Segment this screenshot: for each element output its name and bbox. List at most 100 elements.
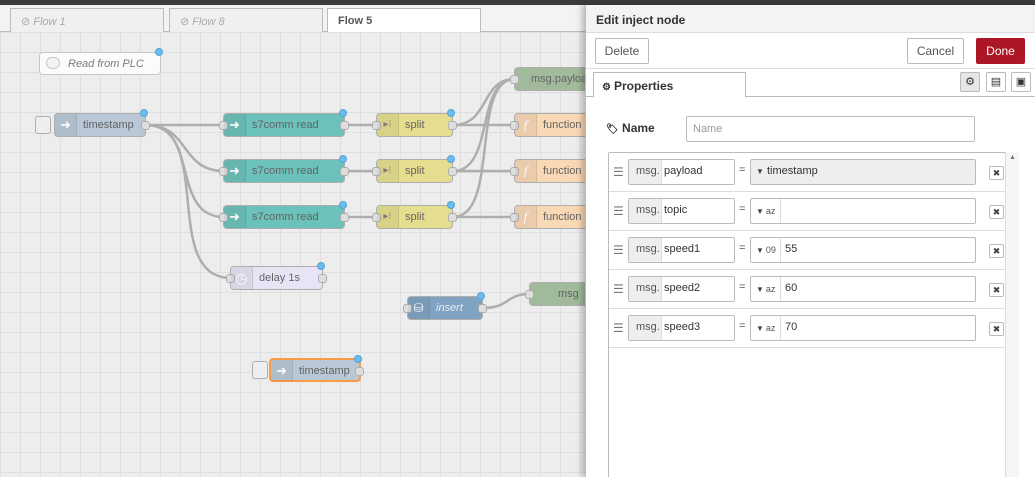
- input-port[interactable]: [372, 167, 381, 176]
- changed-indicator: [317, 262, 325, 270]
- type-select[interactable]: ▼az: [751, 316, 781, 340]
- arrow-in-icon: ➜: [55, 114, 77, 136]
- output-port[interactable]: [340, 213, 349, 222]
- done-button[interactable]: Done: [976, 38, 1025, 64]
- function-icon: f: [515, 160, 537, 182]
- delay-node[interactable]: ◷ delay 1s: [226, 262, 327, 290]
- equals-sign: =: [739, 281, 746, 293]
- type-select[interactable]: ▼az: [751, 277, 781, 301]
- inject-button[interactable]: [35, 116, 51, 134]
- node-label: function: [543, 211, 582, 223]
- input-port[interactable]: [219, 121, 228, 130]
- output-port[interactable]: [340, 121, 349, 130]
- arrow-in-icon: ➜: [224, 160, 246, 182]
- remove-button[interactable]: ✖: [989, 166, 1004, 180]
- input-port[interactable]: [510, 75, 519, 84]
- property-value[interactable]: ▼az 70: [750, 315, 976, 341]
- node-label: insert: [436, 302, 463, 314]
- equals-sign: =: [739, 164, 746, 176]
- function-node[interactable]: f function: [510, 205, 585, 229]
- settings-gear-icon[interactable]: ⚙: [960, 72, 980, 92]
- drag-handle-icon[interactable]: ☰: [613, 282, 624, 296]
- flow-workspace[interactable]: Read from PLC ➜ timestamp ➜ s7comm read …: [0, 32, 585, 477]
- arrow-in-icon: ➜: [271, 360, 293, 382]
- changed-indicator: [155, 48, 163, 56]
- input-port[interactable]: [525, 290, 534, 299]
- property-target[interactable]: msg. payload: [628, 159, 735, 185]
- changed-indicator: [339, 109, 347, 117]
- input-port[interactable]: [372, 213, 381, 222]
- tab-flow-8[interactable]: ⊘Flow 8: [169, 8, 323, 33]
- description-icon[interactable]: ▤: [986, 72, 1006, 92]
- inject-button[interactable]: [252, 361, 268, 379]
- arrow-in-icon: ➜: [224, 206, 246, 228]
- remove-button[interactable]: ✖: [989, 205, 1004, 219]
- node-label: function: [543, 119, 582, 131]
- msg-prefix: msg.: [629, 199, 662, 223]
- input-port[interactable]: [372, 121, 381, 130]
- property-value-text: timestamp: [767, 165, 818, 177]
- function-node[interactable]: f function: [510, 159, 585, 183]
- inject-node[interactable]: ➜ timestamp: [54, 109, 150, 137]
- inject-node-selected[interactable]: ➜ timestamp: [269, 355, 364, 382]
- property-value[interactable]: ▼az: [750, 198, 976, 224]
- comment-icon: [46, 57, 60, 69]
- output-port[interactable]: [448, 167, 457, 176]
- wires: [145, 77, 531, 310]
- delete-button[interactable]: Delete: [595, 38, 649, 64]
- drag-handle-icon[interactable]: ☰: [613, 321, 624, 335]
- tab-properties[interactable]: ⚙Properties: [593, 72, 746, 98]
- postgres-insert-node[interactable]: ⛁ insert: [403, 292, 487, 320]
- equals-sign: =: [739, 203, 746, 215]
- tab-flow-1[interactable]: ⊘Flow 1: [10, 8, 164, 33]
- remove-button[interactable]: ✖: [989, 283, 1004, 297]
- type-select[interactable]: ▼: [756, 167, 764, 176]
- output-port[interactable]: [448, 121, 457, 130]
- input-port[interactable]: [510, 121, 519, 130]
- cancel-button[interactable]: Cancel: [907, 38, 964, 64]
- debug-node[interactable]: msg: [525, 282, 585, 306]
- remove-button[interactable]: ✖: [989, 244, 1004, 258]
- input-port[interactable]: [219, 213, 228, 222]
- property-target[interactable]: msg. topic: [628, 198, 735, 224]
- property-target[interactable]: msg. speed3: [628, 315, 735, 341]
- output-port[interactable]: [141, 121, 150, 130]
- output-port[interactable]: [448, 213, 457, 222]
- appearance-icon[interactable]: ▣: [1011, 72, 1031, 92]
- type-select[interactable]: ▼az: [751, 199, 781, 223]
- output-port[interactable]: [478, 304, 487, 313]
- output-port[interactable]: [355, 367, 364, 376]
- drag-handle-icon[interactable]: ☰: [613, 165, 624, 179]
- input-port[interactable]: [510, 167, 519, 176]
- property-value[interactable]: ▼ timestamp: [750, 159, 976, 185]
- property-target[interactable]: msg. speed1: [628, 237, 735, 263]
- output-port[interactable]: [318, 274, 327, 283]
- tab-flow-5[interactable]: Flow 5: [327, 8, 481, 34]
- property-value[interactable]: ▼az 60: [750, 276, 976, 302]
- name-input[interactable]: [686, 116, 975, 142]
- property-target[interactable]: msg. speed2: [628, 276, 735, 302]
- scroll-up-icon[interactable]: ▲: [1009, 154, 1016, 161]
- debug-node[interactable]: msg.payload: [510, 67, 585, 91]
- input-port[interactable]: [403, 304, 412, 313]
- string-type-icon: az: [765, 206, 776, 216]
- output-port[interactable]: [340, 167, 349, 176]
- s7comm-read-node[interactable]: ➜ s7comm read: [219, 109, 349, 137]
- split-node[interactable]: ▸⁝ split: [372, 109, 457, 137]
- drag-handle-icon[interactable]: ☰: [613, 243, 624, 257]
- comment-node[interactable]: Read from PLC: [39, 48, 163, 75]
- split-node[interactable]: ▸⁝ split: [372, 155, 457, 183]
- property-value[interactable]: ▼09 55: [750, 237, 976, 263]
- remove-button[interactable]: ✖: [989, 322, 1004, 336]
- function-node[interactable]: f function: [510, 113, 585, 137]
- input-port[interactable]: [219, 167, 228, 176]
- property-list-scrollbar[interactable]: ▲: [1005, 152, 1019, 477]
- property-row: ☰ msg. speed3 = ▼az 70 ✖: [609, 309, 1005, 348]
- s7comm-read-node[interactable]: ➜ s7comm read: [219, 155, 349, 183]
- input-port[interactable]: [226, 274, 235, 283]
- input-port[interactable]: [510, 213, 519, 222]
- s7comm-read-node[interactable]: ➜ s7comm read: [219, 201, 349, 229]
- drag-handle-icon[interactable]: ☰: [613, 204, 624, 218]
- split-node[interactable]: ▸⁝ split: [372, 201, 457, 229]
- type-select[interactable]: ▼09: [751, 238, 781, 262]
